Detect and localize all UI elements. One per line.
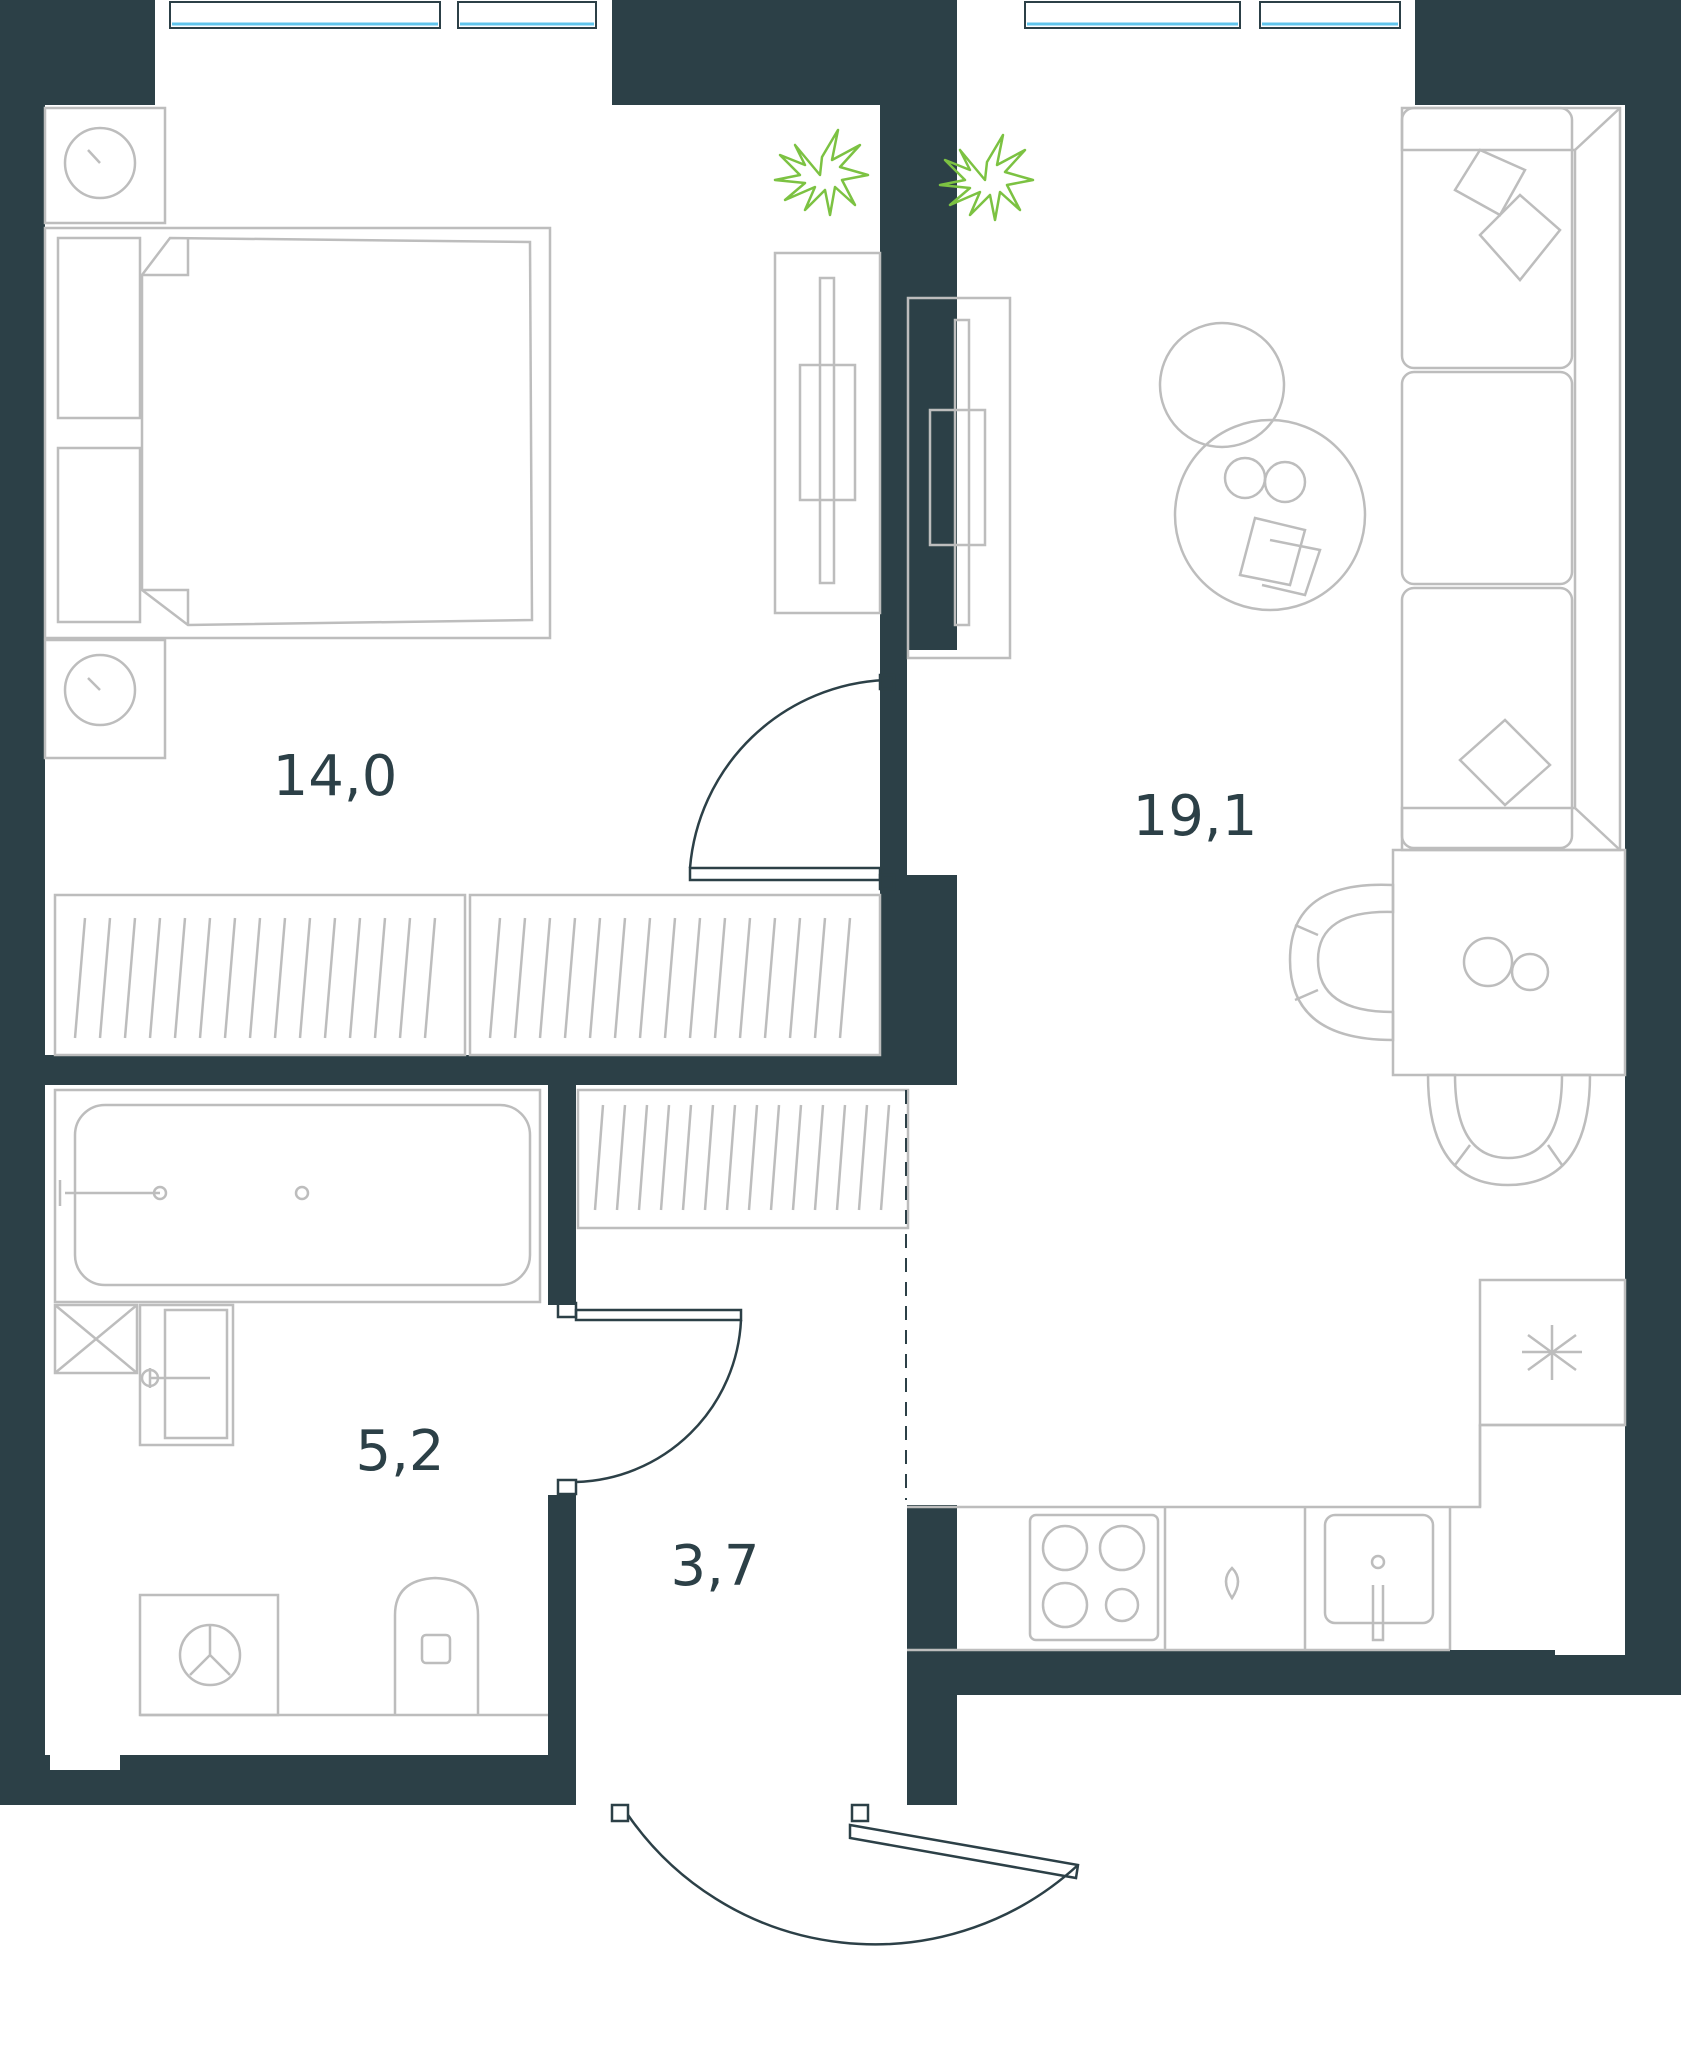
windows	[169, 1, 1401, 29]
fridge	[1478, 1278, 1627, 1427]
area-labels: 14,0 19,1 5,2 3,7	[273, 744, 1258, 1599]
wardrobe-bedroom	[53, 893, 882, 1057]
bedroom-door[interactable]	[688, 673, 896, 891]
bed-pillow-top	[56, 236, 142, 420]
entrance-door[interactable]	[610, 1803, 1080, 1946]
bedroom-furniture	[43, 106, 882, 760]
room-area-hallway: 3,7	[670, 1534, 759, 1599]
room-area-living: 19,1	[1133, 784, 1258, 849]
plant-bedroom-icon	[773, 128, 870, 217]
nightstand-bottom	[43, 638, 167, 760]
snowflake-icon	[1522, 1325, 1582, 1380]
wardrobe-hallway	[576, 1088, 910, 1500]
bed-pillow-bottom	[56, 446, 142, 624]
bathtub	[73, 1103, 532, 1287]
kitchen-sink	[1323, 1513, 1435, 1625]
tv-stand-bedroom	[773, 251, 882, 615]
shower-drain	[53, 1303, 139, 1375]
room-area-bedroom: 14,0	[273, 744, 398, 809]
dining-table	[1391, 848, 1627, 1077]
pouf	[1158, 321, 1286, 449]
bathroom-door[interactable]	[556, 1301, 743, 1496]
chair-left	[1288, 883, 1395, 1042]
tv-stand-living	[906, 296, 1012, 660]
nightstand-top	[43, 106, 167, 225]
toilet	[393, 1576, 480, 1715]
stove	[1028, 1513, 1160, 1642]
washbasin	[138, 1303, 235, 1447]
plant-living-icon	[938, 133, 1035, 222]
living-furniture	[906, 106, 1627, 1187]
room-area-bathroom: 5,2	[355, 1419, 444, 1484]
openings	[45, 105, 1625, 1815]
bathroom-fixtures	[53, 1088, 548, 1717]
kitchen	[907, 1278, 1627, 1652]
coffee-table	[1173, 418, 1367, 612]
bed-frame	[43, 226, 552, 640]
chair-bottom	[1426, 1073, 1592, 1187]
tap-marker-icon	[1224, 1566, 1240, 1601]
